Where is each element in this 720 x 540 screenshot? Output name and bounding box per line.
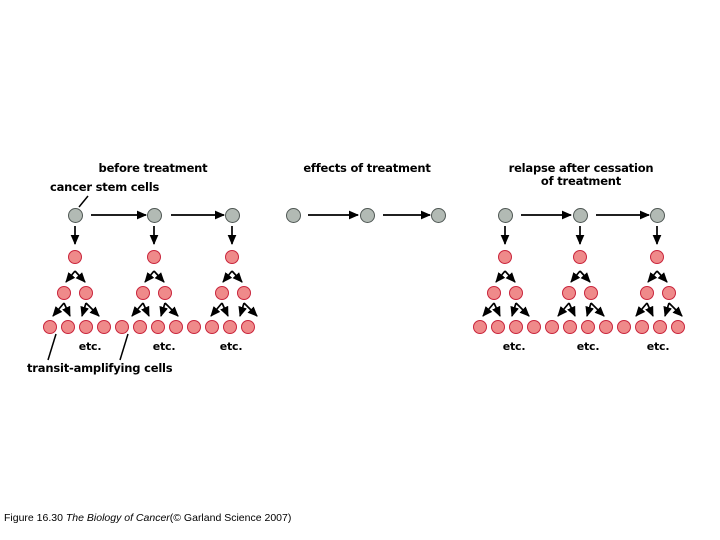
panel-title-before-treatment: before treatment — [98, 161, 208, 175]
figure-caption: Figure 16.30 The Biology of Cancer(© Gar… — [4, 512, 291, 524]
annotation-transit-amplifying-cells: transit-amplifying cells — [27, 361, 173, 375]
progeny-cell — [79, 320, 93, 334]
stem-cell — [360, 208, 375, 223]
progeny-cell — [473, 320, 487, 334]
progeny-cell — [650, 250, 664, 264]
progeny-cell — [151, 320, 165, 334]
stem-cell — [286, 208, 301, 223]
progeny-cell — [169, 320, 183, 334]
progeny-cell — [599, 320, 613, 334]
caption-copyright: (© Garland Science 2007) — [169, 512, 292, 524]
caption-book-title: The Biology of Cancer — [65, 512, 170, 524]
progeny-cell — [527, 320, 541, 334]
etc-label: etc. — [152, 340, 176, 353]
progeny-cell — [653, 320, 667, 334]
progeny-cell — [147, 250, 161, 264]
stem-cell — [68, 208, 83, 223]
progeny-cell — [241, 320, 255, 334]
annotation-cancer-stem-cells: cancer stem cells — [50, 180, 160, 194]
progeny-cell — [61, 320, 75, 334]
progeny-cell — [68, 250, 82, 264]
progeny-cell — [635, 320, 649, 334]
progeny-cell — [237, 286, 251, 300]
stem-cell — [498, 208, 513, 223]
progeny-cell — [225, 250, 239, 264]
progeny-cell — [563, 320, 577, 334]
progeny-cell — [115, 320, 129, 334]
stem-cell — [431, 208, 446, 223]
panel-title-relapse-after-cessation: relapse after cessation of treatment — [508, 161, 654, 188]
etc-label: etc. — [576, 340, 600, 353]
stem-cell — [147, 208, 162, 223]
stem-cell — [650, 208, 665, 223]
progeny-cell — [79, 286, 93, 300]
etc-label: etc. — [219, 340, 243, 353]
etc-label: etc. — [78, 340, 102, 353]
progeny-cell — [215, 286, 229, 300]
etc-label: etc. — [502, 340, 526, 353]
progeny-cell — [187, 320, 201, 334]
progeny-cell — [43, 320, 57, 334]
progeny-cell — [617, 320, 631, 334]
progeny-cell — [158, 286, 172, 300]
progeny-cell — [573, 250, 587, 264]
progeny-cell — [491, 320, 505, 334]
progeny-cell — [509, 320, 523, 334]
progeny-cell — [671, 320, 685, 334]
progeny-cell — [97, 320, 111, 334]
progeny-cell — [545, 320, 559, 334]
caption-figure-number: Figure 16.30 — [4, 512, 63, 524]
progeny-cell — [584, 286, 598, 300]
progeny-cell — [205, 320, 219, 334]
progeny-cell — [57, 286, 71, 300]
progeny-cell — [562, 286, 576, 300]
progeny-cell — [509, 286, 523, 300]
progeny-cell — [133, 320, 147, 334]
progeny-cell — [487, 286, 501, 300]
progeny-cell — [640, 286, 654, 300]
progeny-cell — [223, 320, 237, 334]
progeny-cell — [662, 286, 676, 300]
panel-3-arrows — [482, 210, 683, 317]
stem-cell — [573, 208, 588, 223]
etc-label: etc. — [646, 340, 670, 353]
progeny-cell — [136, 286, 150, 300]
progeny-cell — [498, 250, 512, 264]
panel-title-effects-of-treatment: effects of treatment — [303, 161, 431, 175]
stem-cell — [225, 208, 240, 223]
progeny-cell — [581, 320, 595, 334]
